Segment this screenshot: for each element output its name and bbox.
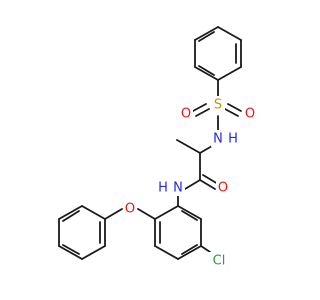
molecule-structure-diagram: O S O N H O H N O Cl	[58, 26, 257, 269]
bond	[181, 244, 198, 255]
bond	[195, 108, 210, 117]
bond	[58, 245, 83, 260]
bond	[104, 208, 123, 220]
ether-oxygen-label: O	[125, 202, 135, 217]
sulfonamide-hydrogen-label: H	[228, 132, 238, 147]
bond	[154, 205, 179, 220]
bond	[217, 26, 242, 41]
bond	[194, 66, 219, 81]
bond	[181, 210, 198, 221]
carbonyl-oxygen-label: O	[218, 181, 228, 196]
bond	[176, 139, 201, 154]
bond	[202, 174, 219, 185]
bond	[192, 103, 207, 112]
bond	[199, 179, 216, 190]
bond	[154, 245, 179, 260]
amide-nitrogen-label: N	[173, 181, 183, 196]
sulfonyl-oxygen-right-label: O	[245, 107, 255, 122]
sulfonyl-sulfur-label: S	[214, 98, 222, 113]
bond	[198, 65, 215, 76]
bond	[58, 205, 83, 220]
atom-label-layer: O S O N H O H N O Cl	[123, 96, 257, 269]
bond	[177, 205, 202, 220]
bond	[137, 208, 156, 220]
bond	[62, 210, 80, 222]
bond	[184, 179, 201, 190]
bond	[81, 205, 106, 220]
bond	[62, 244, 80, 255]
sulfonamide-nitrogen-label: N	[213, 132, 223, 147]
bond	[81, 245, 106, 260]
bond	[177, 245, 202, 260]
bond	[198, 31, 215, 42]
bond	[217, 66, 242, 81]
chlorine-label: Cl	[213, 254, 226, 269]
bond	[224, 108, 239, 117]
amide-hydrogen-label: H	[158, 181, 168, 196]
bond	[194, 26, 219, 41]
molecule-svg: O S O N H O H N O Cl	[58, 26, 257, 269]
sulfonyl-oxygen-left-label: O	[181, 107, 191, 122]
bond	[227, 103, 242, 112]
bond	[200, 245, 211, 253]
bond-layer	[58, 26, 242, 260]
bond	[199, 145, 213, 154]
